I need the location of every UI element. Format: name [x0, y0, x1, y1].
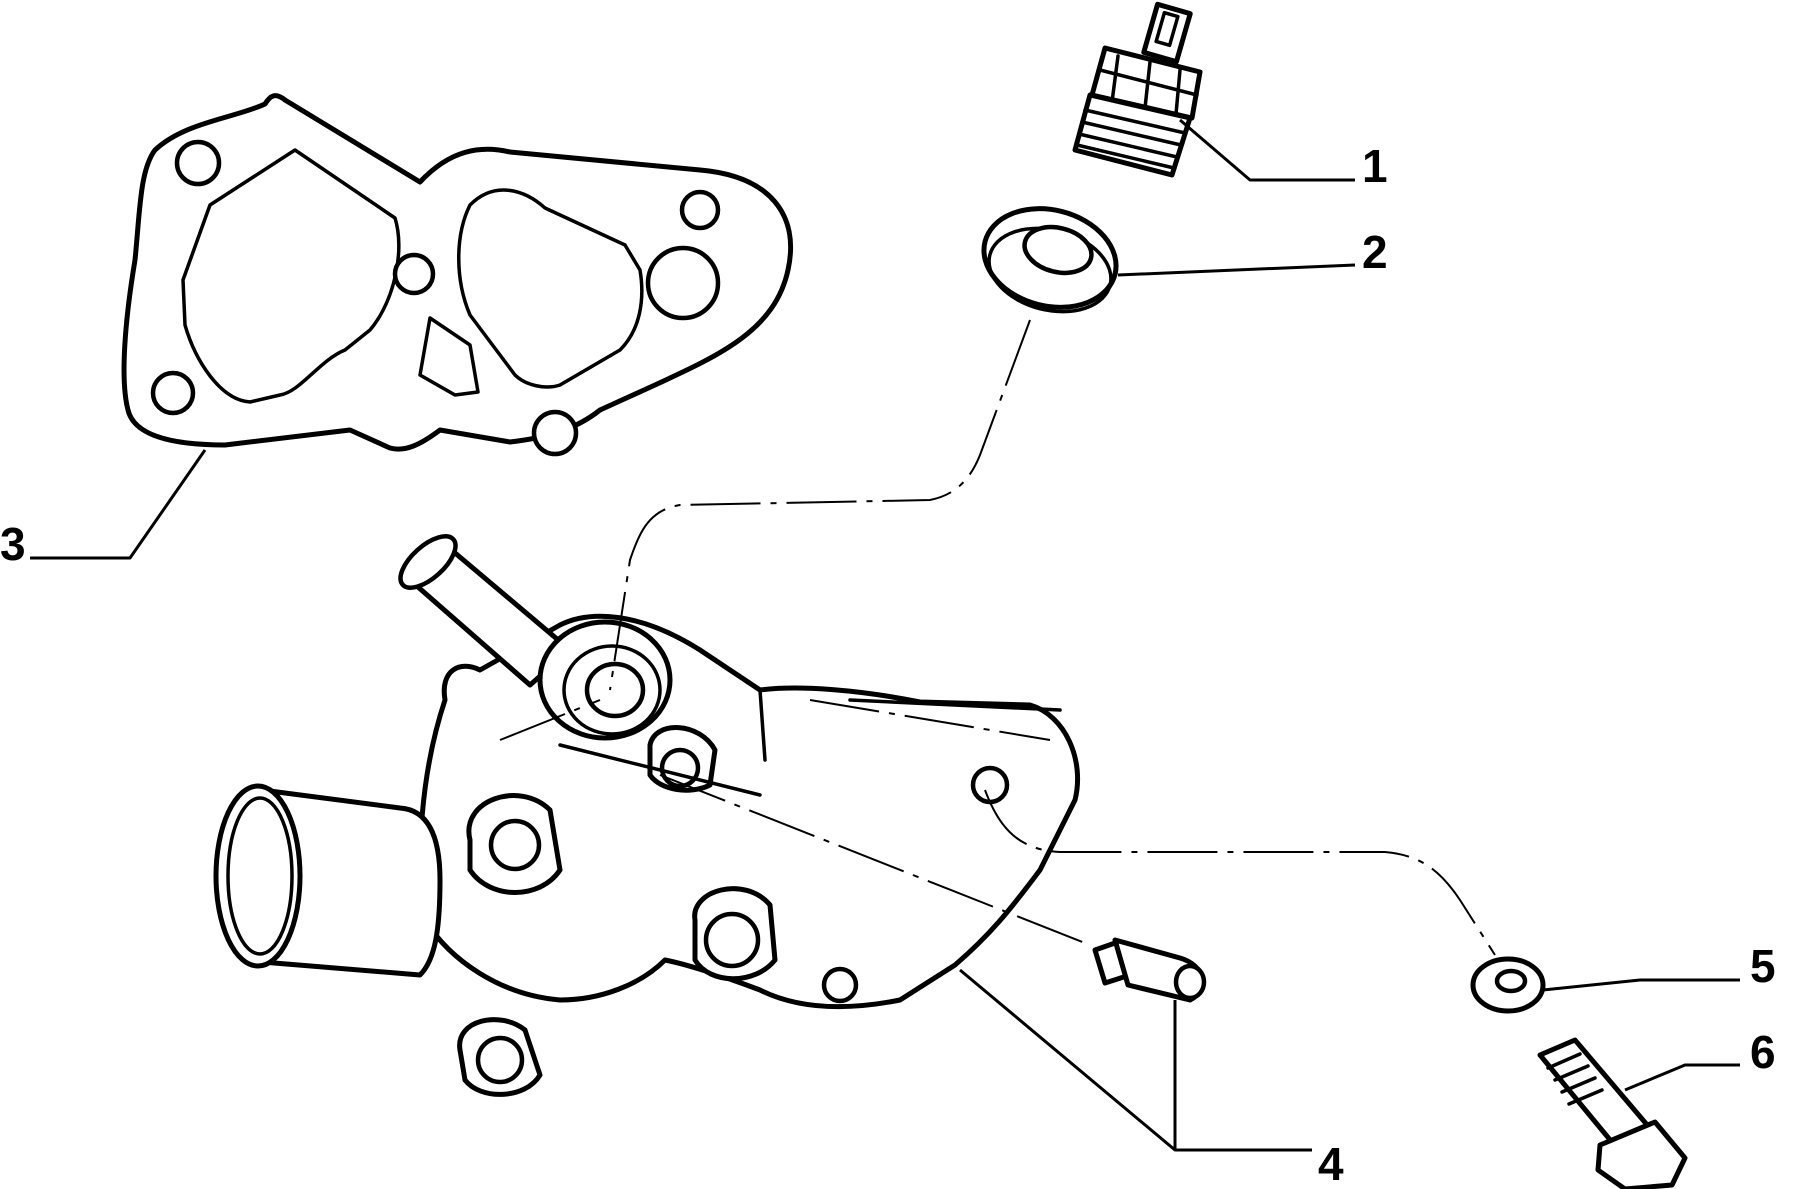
leader-line-3: [30, 449, 207, 560]
callout-3: 3: [0, 518, 26, 570]
washer-part[interactable]: [1470, 956, 1546, 1014]
temperature-sender-part[interactable]: [1072, 1, 1203, 178]
gasket-part[interactable]: [121, 93, 794, 457]
leader-line-1: [1179, 118, 1355, 182]
bolt-axis-line: [984, 789, 1496, 956]
callout-4: 4: [1318, 1138, 1344, 1189]
screw-axis-line: [659, 774, 1091, 946]
callout-1: 1: [1362, 140, 1388, 192]
thermostat-housing-part[interactable]: [213, 527, 1081, 1097]
bleed-screw-part[interactable]: [1092, 937, 1207, 1003]
sender-axis-line: [609, 319, 1031, 691]
leader-line-6: [1624, 1063, 1740, 1092]
bolt-part[interactable]: [1537, 1037, 1688, 1189]
callout-2: 2: [1362, 226, 1388, 278]
sealing-washer-part[interactable]: [973, 195, 1126, 324]
callout-5: 5: [1750, 940, 1776, 992]
leader-line-2: [1117, 263, 1356, 277]
leader-line-5: [1542, 978, 1740, 992]
leader-line-4a: [959, 968, 1312, 1152]
housing-sketch-line: [499, 699, 1051, 741]
callout-6: 6: [1750, 1026, 1776, 1078]
